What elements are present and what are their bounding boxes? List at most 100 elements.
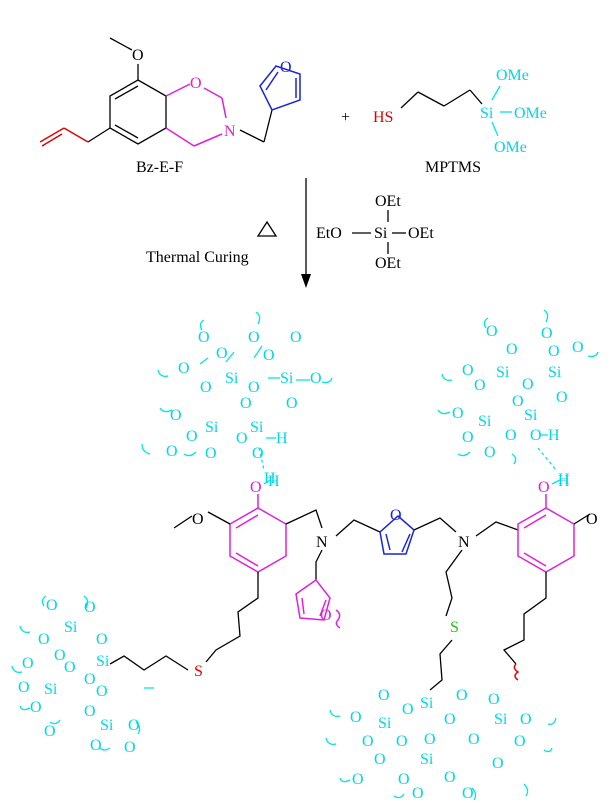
o-atom: O bbox=[514, 733, 526, 750]
o-atom: O bbox=[263, 347, 275, 364]
phenol-ring-left: O H O bbox=[173, 473, 287, 573]
o-atom: O bbox=[452, 405, 464, 422]
o-atom: O bbox=[18, 679, 30, 696]
o-atom: O bbox=[252, 445, 264, 462]
mptms-label: MPTMS bbox=[425, 159, 481, 176]
furan-core-o: O bbox=[390, 507, 402, 524]
si-atom: Si bbox=[548, 364, 562, 381]
o-atom: O bbox=[64, 659, 76, 676]
phenol-o-right: O bbox=[538, 479, 550, 496]
phenol-ring-right: O H O bbox=[517, 473, 598, 573]
si-atom: Si bbox=[250, 419, 264, 436]
mptms-si: Si bbox=[480, 105, 494, 122]
teos-top: OEt bbox=[375, 193, 401, 210]
si-atom: Si bbox=[96, 653, 110, 670]
o-atom: O bbox=[216, 345, 228, 362]
o-atom: O bbox=[84, 671, 96, 688]
o-atom: O bbox=[396, 733, 408, 750]
sulfur-right: S bbox=[450, 619, 459, 636]
sulfur-left: S bbox=[194, 663, 203, 680]
benzoxazine-monomer: O O N O Bz-E-F bbox=[39, 37, 301, 176]
o-atom: O bbox=[84, 599, 96, 616]
o-atom: O bbox=[236, 430, 248, 447]
teos-right: OEt bbox=[408, 225, 434, 242]
o-atom: O bbox=[492, 755, 504, 772]
o-atom: O bbox=[352, 771, 364, 788]
o-atom: O bbox=[456, 687, 468, 704]
thiol-label: HS bbox=[373, 109, 393, 126]
si-atom: Si bbox=[478, 413, 492, 430]
o-atom: O bbox=[44, 723, 56, 740]
silica-cluster-bottom-left: O O Si O O O Si O O O Si O O O O Si O O … bbox=[11, 595, 154, 756]
amine-n-right: N bbox=[458, 534, 470, 551]
o-atom: O bbox=[200, 379, 212, 396]
o-atom: O bbox=[488, 691, 500, 708]
si-atom: Si bbox=[100, 717, 114, 734]
h-atom: H bbox=[548, 427, 560, 444]
o-atom: O bbox=[398, 771, 410, 788]
bz-e-f-label: Bz-E-F bbox=[136, 159, 183, 176]
h-atom: H bbox=[558, 471, 570, 488]
o-atom: O bbox=[46, 597, 58, 614]
oxazine-o: O bbox=[190, 75, 202, 92]
o-atom: O bbox=[240, 395, 252, 412]
o-atom: O bbox=[484, 444, 496, 461]
o-atom: O bbox=[248, 329, 260, 346]
si-atom: Si bbox=[280, 370, 294, 387]
o-atom: O bbox=[96, 683, 108, 700]
o-atom: O bbox=[474, 377, 486, 394]
silica-cluster-top-right: O O O O O O Si Si O O O O O Si Si O O O … bbox=[437, 309, 599, 488]
o-atom: O bbox=[541, 325, 553, 342]
o-atom: O bbox=[512, 393, 524, 410]
o-atom: O bbox=[350, 709, 362, 726]
h-atom: H bbox=[276, 430, 288, 447]
mptms-ome-top: OMe bbox=[496, 67, 529, 84]
si-atom: Si bbox=[64, 619, 78, 636]
o-atom: O bbox=[178, 360, 190, 377]
o-atom: O bbox=[170, 407, 182, 424]
teos-left: EtO bbox=[316, 225, 342, 242]
o-atom: O bbox=[402, 701, 414, 718]
methoxy-o: O bbox=[132, 47, 144, 64]
o-atom: O bbox=[444, 769, 456, 786]
o-atom: O bbox=[530, 427, 542, 444]
o-atom: O bbox=[128, 717, 140, 734]
plus-sign: + bbox=[341, 109, 350, 126]
o-atom: O bbox=[38, 631, 50, 648]
silica-cluster-bottom-right: O O O Si O O O Si Si O O O O O O O Si O … bbox=[325, 687, 557, 802]
reaction-arrow bbox=[301, 178, 311, 288]
teos-reagent: OEt EtO Si OEt OEt bbox=[316, 193, 434, 272]
oxazine-n: N bbox=[224, 123, 236, 140]
o-atom: O bbox=[572, 339, 584, 356]
silica-cluster-top-left: O O O O O O Si Si O O O O O O Si Si O O … bbox=[141, 311, 333, 487]
si-atom: Si bbox=[496, 364, 510, 381]
si-atom: Si bbox=[378, 715, 392, 732]
o-atom: O bbox=[462, 785, 474, 802]
o-atom: O bbox=[90, 737, 102, 754]
phenol-h-right: H bbox=[558, 473, 570, 490]
o-atom: O bbox=[548, 343, 560, 360]
mptms-ome-right: OMe bbox=[514, 105, 547, 122]
o-atom: O bbox=[286, 395, 298, 412]
o-atom: O bbox=[462, 429, 474, 446]
o-atom: O bbox=[310, 370, 322, 387]
o-atom: O bbox=[290, 329, 302, 346]
o-atom: O bbox=[520, 711, 532, 728]
furan-pendant: O bbox=[295, 578, 341, 629]
furan-o: O bbox=[280, 59, 292, 76]
o-atom: O bbox=[374, 751, 386, 768]
o-atom: O bbox=[412, 785, 424, 802]
o-atom: O bbox=[30, 699, 42, 716]
o-atom: O bbox=[186, 428, 198, 445]
o-atom: O bbox=[362, 733, 374, 750]
o-atom: O bbox=[166, 443, 178, 460]
o-atom: O bbox=[22, 655, 34, 672]
teos-bottom: OEt bbox=[375, 255, 401, 272]
si-atom: Si bbox=[225, 370, 239, 387]
o-atom: O bbox=[444, 711, 456, 728]
o-atom: O bbox=[205, 445, 217, 462]
furan-pendant-o: O bbox=[320, 607, 332, 624]
crosslinked-network: O O O O O O Si Si O O O O O O Si Si O O … bbox=[11, 309, 599, 802]
o-atom: O bbox=[124, 739, 136, 756]
